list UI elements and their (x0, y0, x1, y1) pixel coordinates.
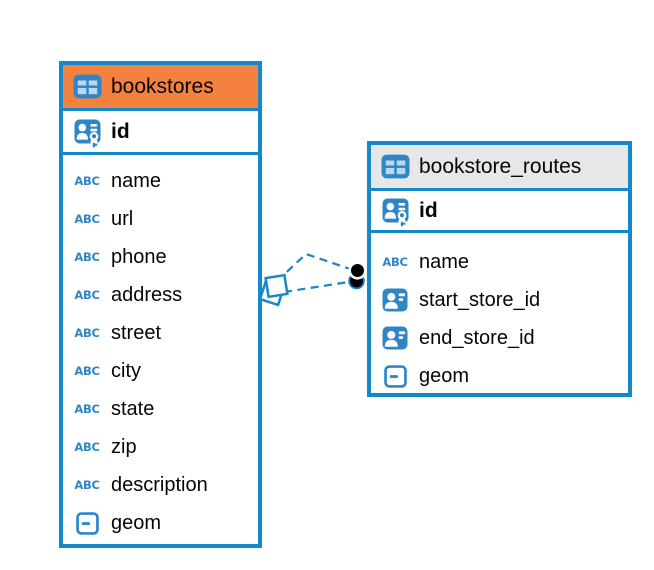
column-name-label: end_store_id (419, 326, 535, 349)
column-row[interactable]: ABC address (63, 276, 258, 314)
column-name-label: geom (419, 364, 470, 387)
column-row[interactable]: ABC url (63, 200, 258, 238)
text-type-icon: ABC (74, 212, 100, 226)
relationship-lines[interactable] (276, 252, 357, 294)
column-name-label: street (111, 321, 162, 344)
table-header[interactable]: bookstores (63, 65, 258, 111)
text-type-icon: ABC (74, 174, 100, 188)
text-type-icon: ABC (74, 364, 100, 378)
column-name-label: address (111, 283, 183, 306)
column-row[interactable]: ABC zip (63, 428, 258, 466)
columns-list: ABC name start_store_id end_store_id geo… (371, 233, 628, 395)
column-name-label: start_store_id (419, 288, 541, 311)
column-name-label: zip (111, 435, 137, 458)
column-name-label: description (111, 473, 208, 496)
text-type-icon: ABC (382, 255, 408, 269)
column-row[interactable]: ABC phone (63, 238, 258, 276)
text-type-icon: ABC (74, 402, 100, 416)
column-name-label: url (111, 207, 134, 230)
primary-key-row[interactable]: id (371, 191, 628, 233)
column-name-label: id (111, 119, 130, 143)
columns-list: ABC name ABC url ABC phone ABC address A… (63, 155, 258, 542)
table-header[interactable]: bookstore_routes (371, 145, 628, 191)
column-row[interactable]: ABC name (63, 162, 258, 200)
column-row[interactable]: geom (371, 357, 628, 395)
diamond-marker[interactable] (258, 273, 289, 307)
column-name-label: state (111, 397, 155, 420)
column-name-label: phone (111, 245, 167, 268)
dot-marker[interactable] (348, 261, 367, 290)
text-type-icon: ABC (74, 440, 100, 454)
column-row[interactable]: start_store_id (371, 281, 628, 319)
column-row[interactable]: ABC name (371, 243, 628, 281)
column-row[interactable]: geom (63, 504, 258, 542)
column-name-label: geom (111, 511, 162, 534)
column-row[interactable]: end_store_id (371, 319, 628, 357)
text-type-icon: ABC (74, 478, 100, 492)
column-name-label: name (111, 169, 162, 192)
table-bookstores[interactable]: bookstores id ABC name ABC url ABC phone… (59, 61, 262, 548)
column-name-label: city (111, 359, 141, 382)
primary-key-row[interactable]: id (63, 111, 258, 155)
table-bookstore-routes[interactable]: bookstore_routes id ABC name start_store… (367, 141, 632, 397)
column-row[interactable]: ABC city (63, 352, 258, 390)
table-name-label: bookstore_routes (419, 154, 582, 178)
text-type-icon: ABC (74, 288, 100, 302)
text-type-icon: ABC (74, 250, 100, 264)
column-row[interactable]: ABC state (63, 390, 258, 428)
column-name-label: name (419, 250, 470, 273)
column-name-label: id (419, 198, 438, 222)
table-name-label: bookstores (111, 74, 214, 98)
column-row[interactable]: ABC description (63, 466, 258, 504)
column-row[interactable]: ABC street (63, 314, 258, 352)
text-type-icon: ABC (74, 326, 100, 340)
